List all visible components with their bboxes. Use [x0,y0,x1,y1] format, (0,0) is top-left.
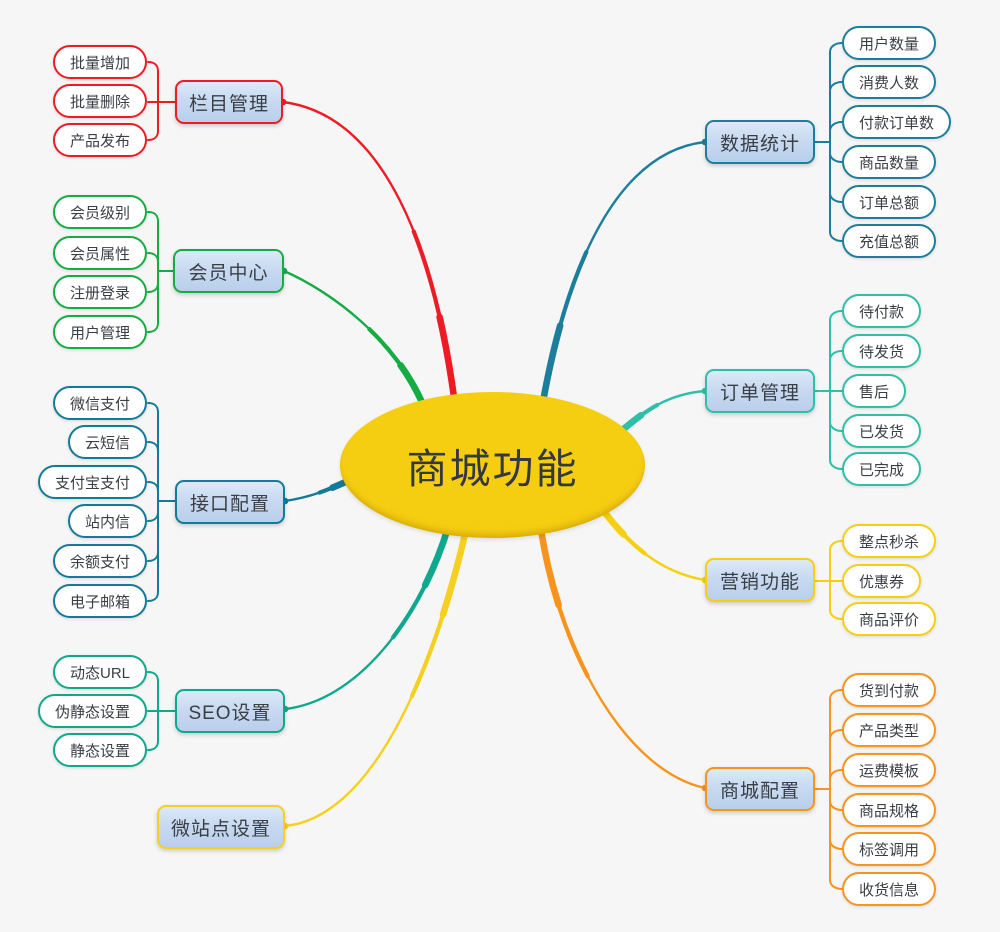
child-interface-config-4[interactable]: 余额支付 [52,544,147,578]
branch-order-management-lines [616,310,843,470]
child-order-management-4[interactable]: 已完成 [842,452,922,486]
central-topic[interactable]: 商城功能 [340,392,645,538]
child-marketing-functions-2[interactable]: 商品评价 [842,602,937,636]
child-column-management-1[interactable]: 批量删除 [52,84,147,118]
child-column-management-2[interactable]: 产品发布 [52,123,147,157]
child-marketing-functions-1[interactable]: 优惠券 [842,564,922,598]
node-seo-settings[interactable]: SEO设置 [175,689,285,733]
child-member-center-1[interactable]: 会员属性 [52,236,147,270]
child-mall-config-2[interactable]: 运费模板 [842,753,937,787]
child-seo-settings-0[interactable]: 动态URL [52,655,147,689]
child-mall-config-3[interactable]: 商品规格 [842,793,937,827]
branch-mall-config-lines [537,526,843,890]
child-interface-config-2[interactable]: 支付宝支付 [37,465,147,499]
branch-column-management-lines [147,61,459,409]
child-column-management-0[interactable]: 批量增加 [52,45,147,79]
node-order-management[interactable]: 订单管理 [705,369,815,413]
node-column-management[interactable]: 栏目管理 [175,80,283,124]
child-order-management-0[interactable]: 待付款 [842,294,922,328]
node-micro-site-settings[interactable]: 微站点设置 [157,805,285,849]
child-seo-settings-2[interactable]: 静态设置 [52,733,147,767]
child-mall-config-5[interactable]: 收货信息 [842,872,937,906]
child-data-statistics-2[interactable]: 付款订单数 [842,105,952,139]
child-marketing-functions-0[interactable]: 整点秒杀 [842,524,937,558]
branch-micro-site-settings-lines [281,526,470,830]
child-interface-config-0[interactable]: 微信支付 [52,386,147,420]
child-interface-config-1[interactable]: 云短信 [67,425,147,459]
node-marketing-functions[interactable]: 营销功能 [705,558,815,602]
node-mall-config[interactable]: 商城配置 [705,767,815,811]
child-member-center-3[interactable]: 用户管理 [52,315,147,349]
child-data-statistics-1[interactable]: 消费人数 [842,65,937,99]
child-mall-config-1[interactable]: 产品类型 [842,713,937,747]
child-order-management-3[interactable]: 已发货 [842,414,922,448]
child-data-statistics-0[interactable]: 用户数量 [842,26,937,60]
branch-marketing-functions-lines [598,505,843,620]
node-interface-config[interactable]: 接口配置 [175,480,285,524]
child-data-statistics-5[interactable]: 充值总额 [842,224,937,258]
child-mall-config-4[interactable]: 标签调用 [842,832,937,866]
node-data-statistics[interactable]: 数据统计 [705,120,815,164]
child-data-statistics-3[interactable]: 商品数量 [842,145,937,179]
child-member-center-2[interactable]: 注册登录 [52,275,147,309]
child-order-management-1[interactable]: 待发货 [842,334,922,368]
child-interface-config-3[interactable]: 站内信 [67,504,147,538]
child-order-management-2[interactable]: 售后 [842,374,907,408]
branch-data-statistics-lines [539,42,843,406]
child-data-statistics-4[interactable]: 订单总额 [842,185,937,219]
branch-seo-settings-lines [147,524,452,751]
branch-member-center-lines [147,211,428,411]
child-member-center-0[interactable]: 会员级别 [52,195,147,229]
node-member-center[interactable]: 会员中心 [173,249,284,293]
child-interface-config-5[interactable]: 电子邮箱 [52,584,147,618]
child-mall-config-0[interactable]: 货到付款 [842,673,937,707]
child-seo-settings-1[interactable]: 伪静态设置 [37,694,147,728]
